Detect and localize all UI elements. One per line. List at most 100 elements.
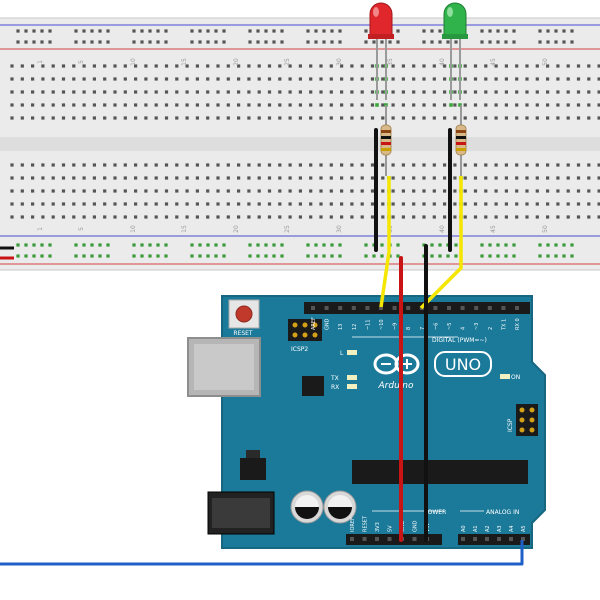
voltage-regulator <box>240 458 266 480</box>
column-number: 30 <box>336 225 343 233</box>
column-number: 1 <box>37 227 44 231</box>
reset-button-cap[interactable] <box>235 305 253 323</box>
analog-pin-label: A0 <box>461 525 467 532</box>
digital-pin[interactable] <box>338 306 343 310</box>
column-number: 35 <box>387 58 394 66</box>
digital-pin[interactable] <box>324 306 329 310</box>
digital-pin-label: 4 <box>461 327 467 330</box>
digital-pin[interactable] <box>379 306 383 310</box>
power-pin[interactable] <box>375 537 379 541</box>
digital-pin-label: ~3 <box>474 323 480 330</box>
digital-pin[interactable] <box>447 306 451 310</box>
column-number: 25 <box>284 58 291 66</box>
column-number: 10 <box>130 58 137 66</box>
power-pin-label: IOREF <box>350 517 356 532</box>
digital-pin-label: ~6 <box>433 323 439 330</box>
usb-chip <box>302 376 324 396</box>
rx-label: RX <box>331 384 339 391</box>
l-indicator <box>347 350 357 355</box>
analog-pin-label: A1 <box>473 525 479 532</box>
analog-pin[interactable] <box>485 537 489 541</box>
yellow-wire-pin11 <box>379 176 391 308</box>
digital-pin-label: ~10 <box>379 319 385 330</box>
red-led <box>368 2 394 100</box>
breadboard-holes <box>10 29 600 258</box>
resistor-2 <box>455 105 467 176</box>
column-number: 15 <box>181 225 188 233</box>
model-label: UNO <box>445 355 481 374</box>
board-pcb <box>221 295 546 549</box>
capacitor-2 <box>323 490 357 524</box>
power-pin-label: 3V3 <box>375 522 381 532</box>
l-label: L <box>340 350 344 357</box>
digital-pin-label: AREF <box>311 317 317 330</box>
digital-pin[interactable] <box>433 306 438 310</box>
reset-label: RESET <box>233 330 253 337</box>
column-number: 25 <box>284 225 291 233</box>
resistor-1 <box>380 105 392 176</box>
column-number: 15 <box>181 58 188 66</box>
analog-pin-label: A3 <box>497 525 503 532</box>
power-pin-label: 5V <box>388 525 394 532</box>
column-number: 20 <box>233 225 240 233</box>
digital-pin-label: ~5 <box>447 323 453 330</box>
digital-pin-label: 8 <box>406 327 412 330</box>
digital-pin[interactable] <box>501 306 506 310</box>
power-pin-label: RESET <box>363 515 369 532</box>
analog-pin[interactable] <box>521 537 525 541</box>
digital-pin-label: TX 1 <box>501 319 507 331</box>
analog-pin[interactable] <box>497 537 501 541</box>
digital-pin[interactable] <box>351 306 356 310</box>
analog-pin-label: A5 <box>521 525 527 532</box>
column-number: 5 <box>78 60 85 64</box>
digital-pin[interactable] <box>474 306 479 310</box>
green-led <box>442 2 468 100</box>
column-number: 50 <box>542 225 549 233</box>
digital-pin[interactable] <box>460 306 465 310</box>
analog-pin[interactable] <box>473 537 477 541</box>
power-header <box>346 534 442 545</box>
digital-pin-label: GND <box>325 318 331 330</box>
power-pin-label: GND <box>413 520 419 532</box>
capacitor-1 <box>290 490 324 524</box>
icsp2-header <box>288 319 322 341</box>
arduino-logo <box>373 353 420 375</box>
digital-header <box>304 302 530 314</box>
analog-pin[interactable] <box>461 537 465 541</box>
analog-pin[interactable] <box>509 537 513 541</box>
tx-indicator <box>347 375 357 380</box>
digital-pin-label: 7 <box>420 327 426 330</box>
column-number: 10 <box>130 225 137 233</box>
power-pin[interactable] <box>412 537 417 541</box>
digital-pin[interactable] <box>515 306 519 310</box>
rx-indicator <box>347 384 357 389</box>
brand-label: Arduino <box>378 381 414 391</box>
digital-pin[interactable] <box>392 306 397 310</box>
column-number: 5 <box>78 227 85 231</box>
icsp-label: ICSP <box>507 418 514 432</box>
column-number: 40 <box>439 225 446 233</box>
digital-header-pins <box>311 306 519 310</box>
column-number: 1 <box>37 60 44 64</box>
power-pin[interactable] <box>362 537 367 541</box>
digital-pin[interactable] <box>311 306 315 310</box>
digital-pin-label: 12 <box>352 324 358 330</box>
digital-pin-label: ~9 <box>393 323 399 330</box>
digital-pin-label: 13 <box>338 324 344 330</box>
digital-pin[interactable] <box>365 306 370 310</box>
power-pin[interactable] <box>350 537 354 541</box>
column-number: 30 <box>336 58 343 66</box>
yellow-wire-pin8 <box>419 176 463 310</box>
digital-pin[interactable] <box>406 306 411 310</box>
analog-label: ANALOG IN <box>486 509 519 516</box>
digital-label: DIGITAL (PWM=~) <box>432 337 487 344</box>
power-pin[interactable] <box>387 537 392 541</box>
analog-pin-label: A2 <box>485 525 491 532</box>
analog-pin-label: A4 <box>509 525 515 532</box>
blue-wire-a5 <box>0 540 524 566</box>
digital-pin[interactable] <box>487 306 492 310</box>
center-channel <box>0 137 600 151</box>
column-number: 20 <box>233 58 240 66</box>
